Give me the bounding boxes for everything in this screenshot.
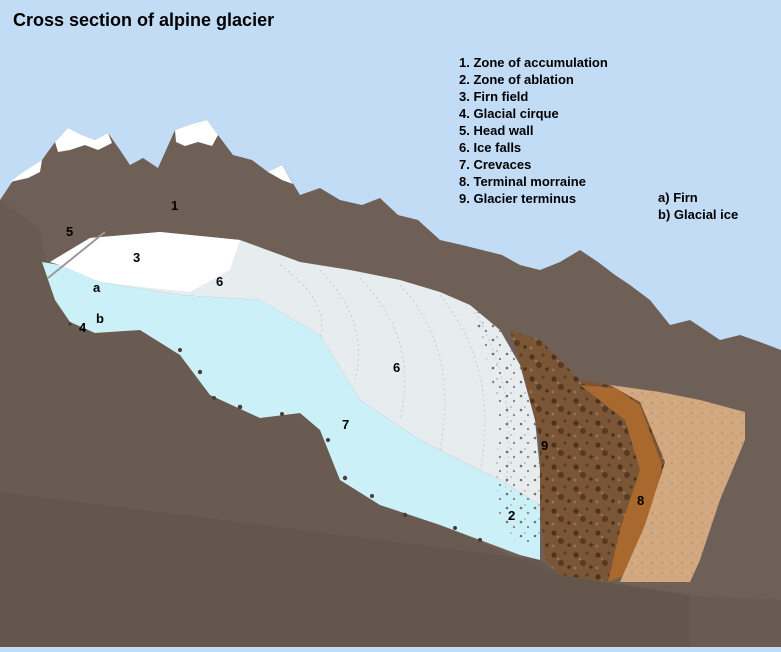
snow-caps [10,120,293,184]
marker-firn: a [93,280,101,295]
legend-item: 9. Glacier terminus [459,191,577,206]
marker-ice-falls-lower: 6 [393,360,400,375]
marker-glacier-terminus: 9 [541,438,548,453]
diagram-title: Cross section of alpine glacier [13,10,275,30]
marker-zone-ablation: 2 [508,508,515,523]
legend-item: 7. Crevaces [459,157,532,172]
moraine-ridge [580,385,662,582]
legend-item: 3. Firn field [459,89,529,104]
diagram-markers: 1 5 3 a b 4 6 6 7 9 2 8 [66,198,644,523]
legend-item: 8. Terminal morraine [459,174,586,189]
legend-item: 1. Zone of accumulation [459,55,608,70]
ice-layers-legend: a) Firn b) Glacial ice [658,189,738,223]
marker-crevaces: 7 [342,417,349,432]
head-wall-edge [47,231,106,279]
basal-debris [68,322,483,543]
ablation-debris [470,305,540,548]
rock-right-face [690,390,781,600]
marker-firn-field: 3 [133,250,140,265]
rock-slab-edge [0,492,690,647]
outwash-plain [610,385,745,582]
firn-field-white [50,232,240,292]
legend-item: 4. Glacial cirque [459,106,559,121]
legend-item: 6. Ice falls [459,140,522,155]
marker-glacial-cirque: 4 [79,320,87,335]
zones-legend: 1. Zone of accumulation 2. Zone of ablat… [459,54,608,207]
marker-ice-falls-upper: 6 [216,274,223,289]
marker-glacial-ice: b [96,311,104,326]
marker-zone-accumulation: 1 [171,198,178,213]
firn-surface [50,232,540,505]
legend-item: 2. Zone of ablation [459,72,574,87]
legend-item: 5. Head wall [459,123,534,138]
legend-item: a) Firn [658,190,698,205]
marker-head-wall: 5 [66,224,73,239]
legend-item: b) Glacial ice [658,207,739,222]
marker-terminal-moraine: 8 [637,493,644,508]
glacial-ice-layer [42,262,540,560]
